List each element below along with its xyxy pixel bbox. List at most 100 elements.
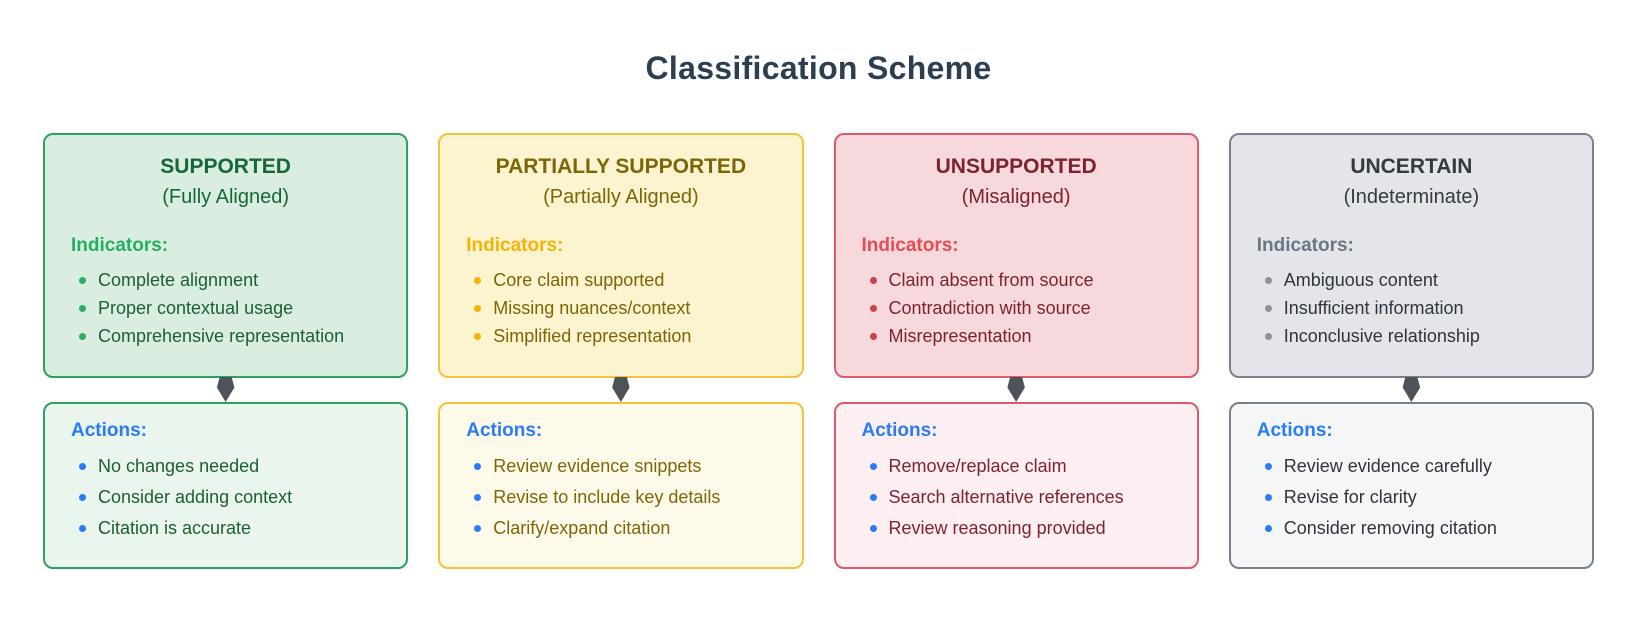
action-item: Consider removing citation [1257, 513, 1566, 544]
category-card-supported: SUPPORTED (Fully Aligned) Indicators: Co… [43, 133, 409, 378]
action-text: Citation is accurate [98, 518, 252, 538]
actions-label: Actions: [466, 420, 543, 441]
bullet-dot-icon [474, 304, 482, 312]
category-subtitle: (Partially Aligned) [543, 186, 699, 208]
indicator-item: Ambiguous content [1257, 266, 1566, 294]
bullet-dot-icon [79, 494, 86, 501]
action-text: Review evidence snippets [493, 456, 702, 476]
action-item: No changes needed [71, 451, 380, 482]
bullet-dot-icon [1264, 463, 1272, 470]
category-subtitle: (Indeterminate) [1343, 186, 1480, 208]
indicator-item: Misrepresentation [862, 322, 1171, 350]
category-subtitle: (Fully Aligned) [162, 186, 289, 208]
bullet-dot-icon [1264, 276, 1272, 284]
action-item: Citation is accurate [71, 513, 380, 544]
bullet-dot-icon [79, 332, 86, 340]
category-card-unsupported: UNSUPPORTED (Misaligned) Indicators: Cla… [833, 133, 1199, 378]
down-arrow-icon [612, 377, 630, 402]
action-item: Clarify/expand citation [466, 513, 775, 544]
indicator-item: Complete alignment [71, 266, 380, 294]
action-item: Review evidence carefully [1257, 451, 1566, 482]
actions-card-supported: Actions: No changes needed Consider addi… [43, 402, 409, 569]
indicator-text: Inconclusive relationship [1283, 326, 1480, 346]
category-title: SUPPORTED [160, 155, 291, 178]
actions-list: Review evidence snippets Revise to inclu… [466, 451, 775, 544]
bullet-dot-icon [869, 525, 877, 532]
category-subtitle: (Misaligned) [961, 186, 1071, 208]
bullet-dot-icon [474, 463, 482, 470]
action-item: Review evidence snippets [466, 451, 775, 482]
indicator-text: Ambiguous content [1283, 270, 1438, 290]
indicators-list: Claim absent from source Contradiction w… [862, 266, 1171, 350]
category-card-uncertain: UNCERTAIN (Indeterminate) Indicators: Am… [1228, 133, 1594, 378]
action-text: Review evidence carefully [1283, 456, 1492, 476]
column-supported: SUPPORTED (Fully Aligned) Indicators: Co… [43, 133, 409, 569]
bullet-dot-icon [79, 463, 86, 470]
indicator-text: Core claim supported [493, 270, 665, 290]
indicator-item: Core claim supported [466, 266, 775, 294]
bullet-dot-icon [474, 494, 482, 501]
action-item: Review reasoning provided [862, 513, 1171, 544]
bullet-dot-icon [1264, 304, 1272, 312]
indicator-text: Claim absent from source [888, 270, 1094, 290]
down-arrow-icon [1402, 377, 1421, 402]
indicator-text: Simplified representation [493, 326, 692, 346]
bullet-dot-icon [1264, 494, 1272, 501]
bullet-dot-icon [79, 525, 86, 532]
down-arrow-icon [1007, 377, 1025, 402]
column-uncertain: UNCERTAIN (Indeterminate) Indicators: Am… [1228, 133, 1594, 569]
indicators-list: Ambiguous content Insufficient informati… [1257, 266, 1566, 350]
action-item: Search alternative references [862, 482, 1171, 513]
indicators-label: Indicators: [861, 235, 959, 256]
indicators-list: Complete alignment Proper contextual usa… [71, 266, 380, 350]
indicators-label: Indicators: [71, 235, 169, 256]
bullet-dot-icon [474, 276, 482, 284]
actions-card-unsupported: Actions: Remove/replace claim Search alt… [833, 402, 1199, 569]
indicator-text: Missing nuances/context [493, 298, 691, 318]
indicator-item: Missing nuances/context [466, 294, 775, 322]
indicator-item: Contradiction with source [862, 294, 1171, 322]
actions-list: Review evidence carefully Revise for cla… [1257, 451, 1566, 544]
bullet-dot-icon [869, 304, 877, 312]
action-text: Remove/replace claim [888, 456, 1067, 476]
action-item: Revise for clarity [1257, 482, 1566, 513]
bullet-dot-icon [79, 276, 86, 284]
actions-list: Remove/replace claim Search alternative … [862, 451, 1171, 544]
category-title: PARTIALLY SUPPORTED [495, 155, 747, 178]
indicator-text: Insufficient information [1283, 298, 1464, 318]
actions-label: Actions: [1256, 420, 1333, 441]
indicators-label: Indicators: [466, 235, 564, 256]
indicator-text: Proper contextual usage [98, 298, 294, 318]
bullet-dot-icon [869, 494, 877, 501]
indicator-text: Misrepresentation [888, 326, 1032, 346]
category-card-partially-supported: PARTIALLY SUPPORTED (Partially Aligned) … [438, 133, 804, 378]
indicator-item: Insufficient information [1257, 294, 1566, 322]
actions-label: Actions: [71, 420, 147, 441]
bullet-dot-icon [79, 304, 86, 312]
indicator-item: Simplified representation [466, 322, 775, 350]
indicator-item: Comprehensive representation [71, 322, 380, 350]
indicator-text: Comprehensive representation [98, 326, 345, 346]
category-title: UNCERTAIN [1350, 155, 1473, 178]
indicators-label: Indicators: [1256, 235, 1354, 256]
down-arrow-icon [216, 377, 235, 402]
category-title: UNSUPPORTED [935, 155, 1097, 178]
page-title: Classification Scheme [645, 50, 992, 86]
actions-card-uncertain: Actions: Review evidence carefully Revis… [1228, 402, 1594, 569]
action-text: Revise to include key details [493, 487, 721, 507]
action-text: No changes needed [98, 456, 260, 476]
actions-list: No changes needed Consider adding contex… [71, 451, 380, 544]
action-item: Remove/replace claim [862, 451, 1171, 482]
actions-label: Actions: [861, 420, 938, 441]
indicator-item: Claim absent from source [862, 266, 1171, 294]
action-text: Consider removing citation [1283, 518, 1497, 538]
bullet-dot-icon [869, 276, 877, 284]
columns-grid: SUPPORTED (Fully Aligned) Indicators: Co… [0, 133, 1637, 569]
indicators-list: Core claim supported Missing nuances/con… [466, 266, 775, 350]
action-item: Revise to include key details [466, 482, 775, 513]
bullet-dot-icon [474, 525, 482, 532]
indicator-text: Complete alignment [98, 270, 259, 290]
bullet-dot-icon [869, 463, 877, 470]
indicator-text: Contradiction with source [888, 298, 1091, 318]
